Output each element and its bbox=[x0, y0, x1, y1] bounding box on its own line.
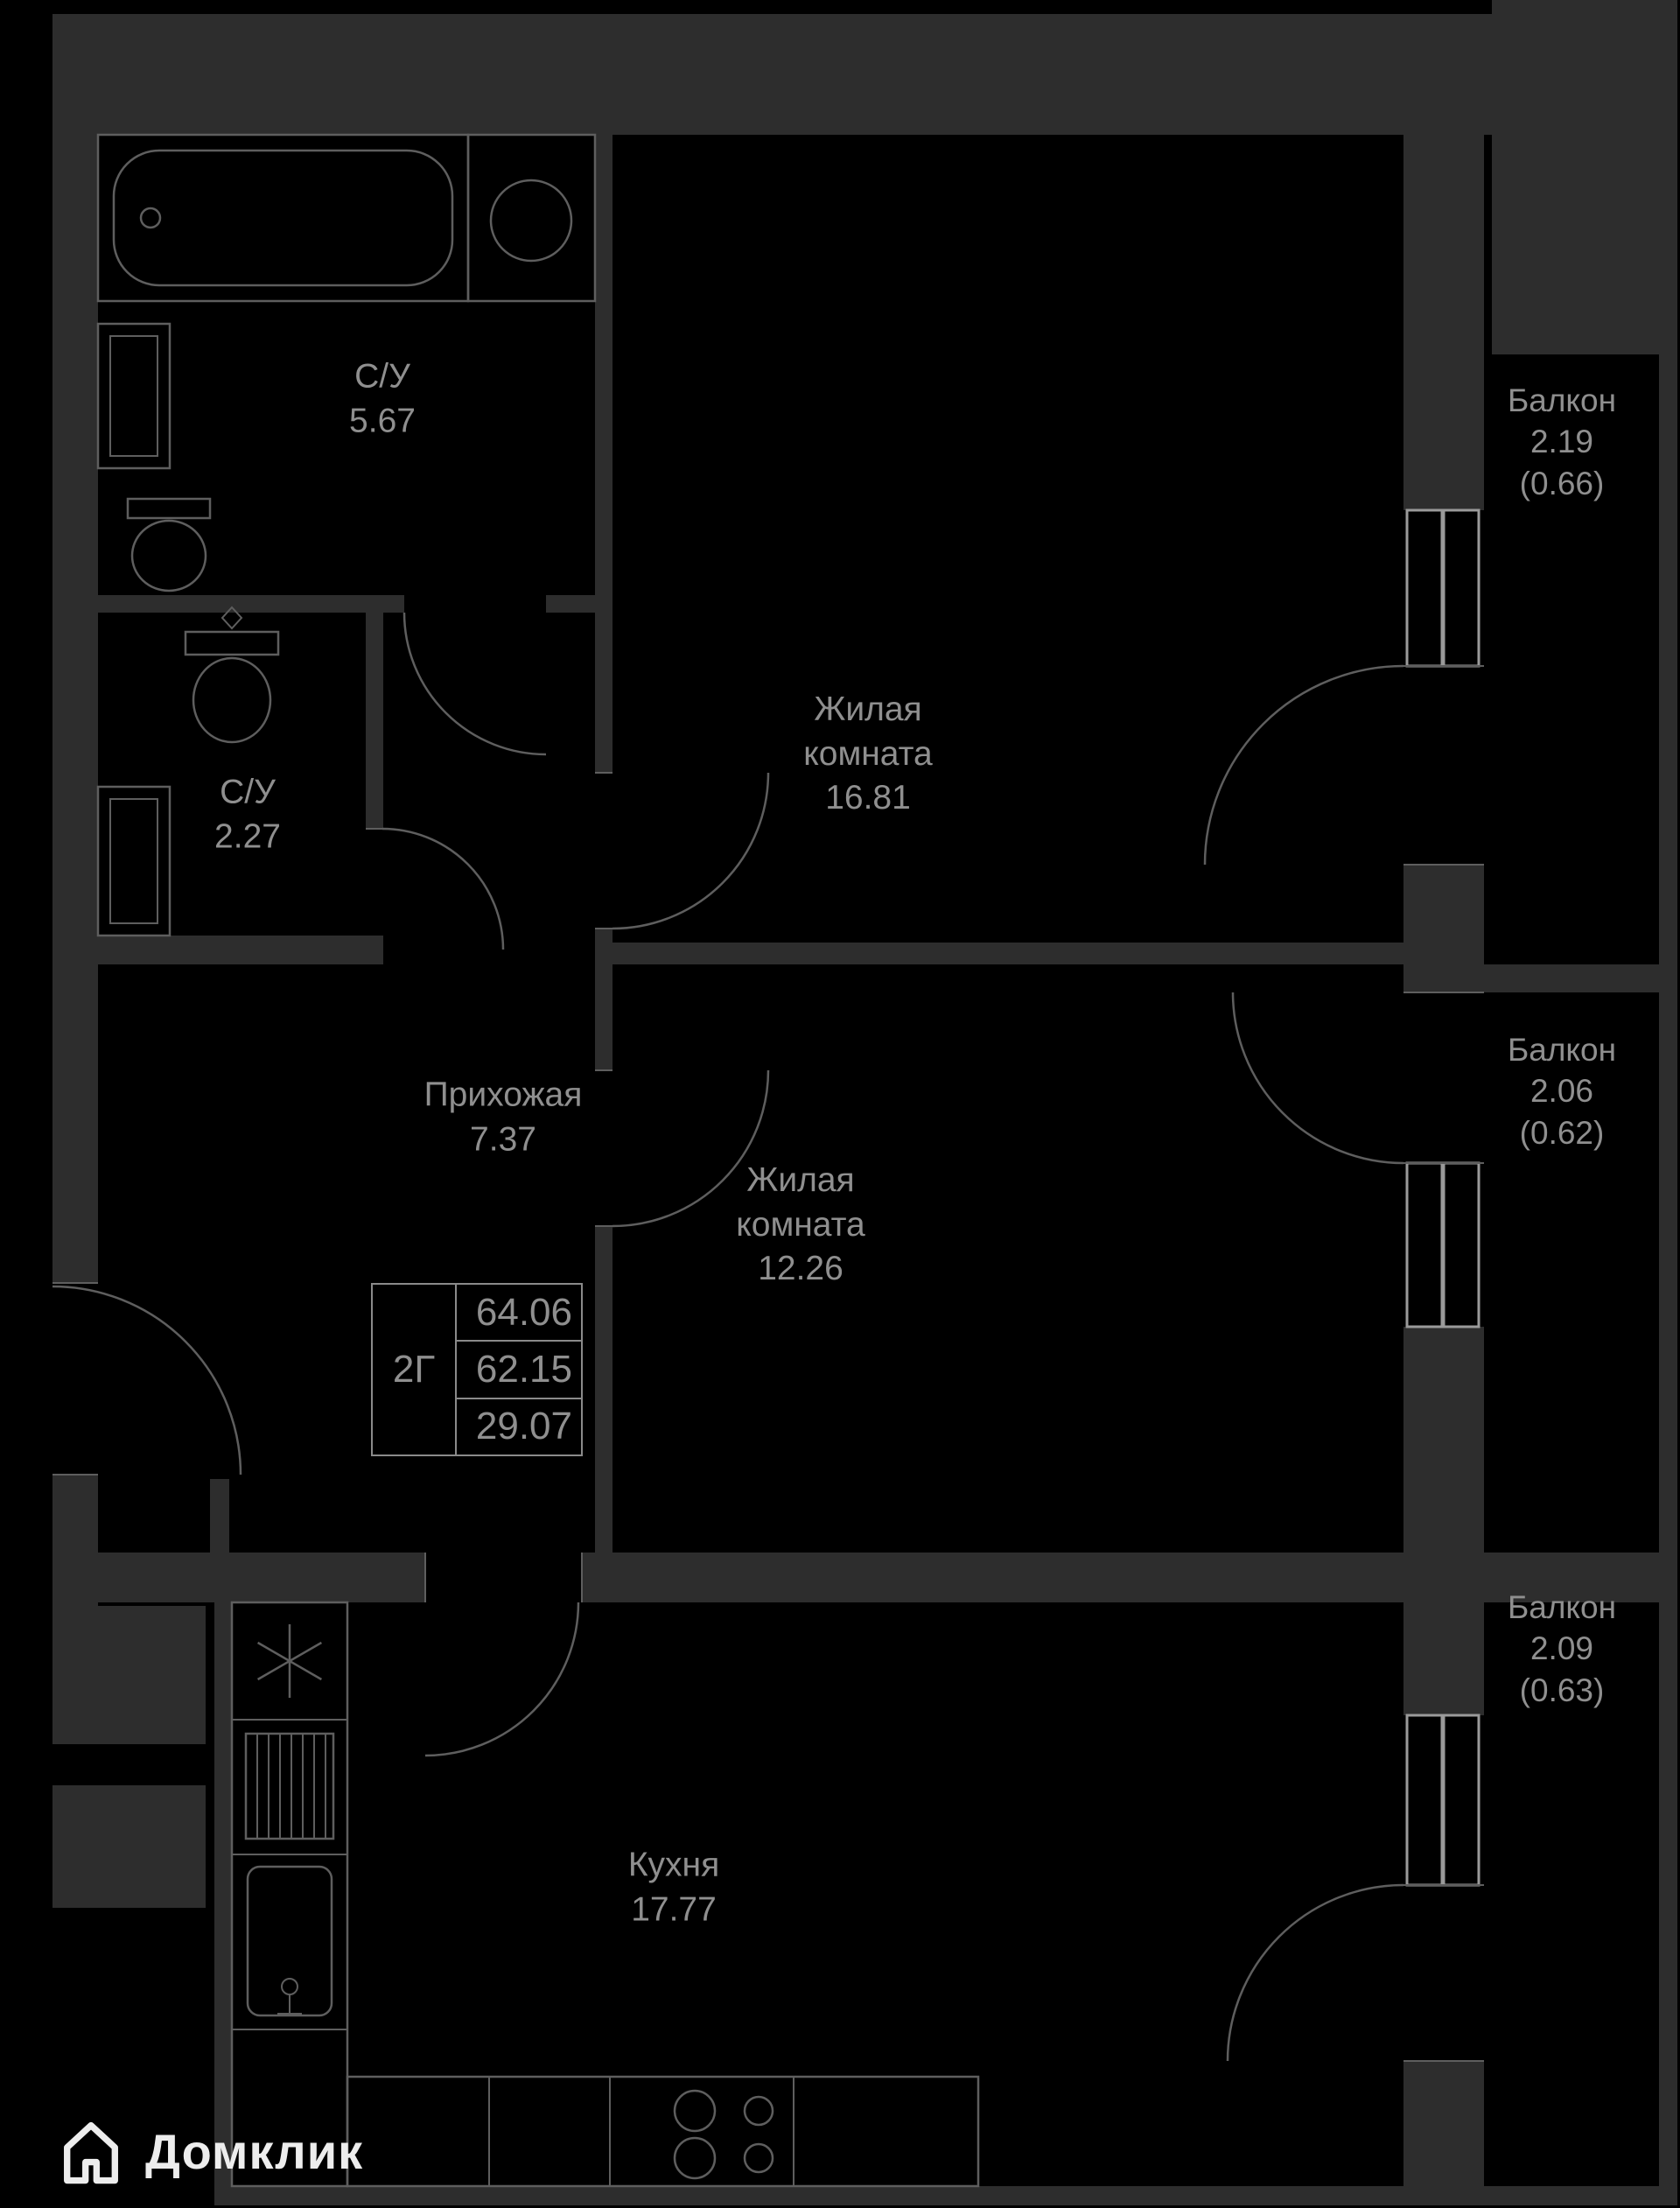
balcony-area: 2.06 bbox=[1530, 1073, 1593, 1110]
layout-type: 2Г bbox=[373, 1285, 457, 1454]
room-label-hallway: Прихожая 7.37 bbox=[424, 1073, 583, 1161]
balcony-area-reduced: (0.66) bbox=[1519, 465, 1605, 501]
area-3: 29.07 bbox=[457, 1397, 581, 1454]
area-values: 64.06 62.15 29.07 bbox=[457, 1285, 581, 1454]
window-icon-1 bbox=[1405, 508, 1480, 668]
room-area: 17.77 bbox=[631, 1890, 717, 1928]
room-name: С/У bbox=[354, 357, 410, 396]
door-arc-living-room-2 bbox=[612, 1069, 770, 1228]
door-arc-living-room-1 bbox=[612, 772, 770, 930]
kitchen-counter bbox=[230, 1601, 349, 2188]
domclick-house-icon bbox=[64, 2121, 118, 2184]
snowflake-icon bbox=[257, 1624, 322, 1698]
door-arc-balcony-3 bbox=[1226, 1883, 1404, 2062]
room-label-bathroom-1: С/У 5.67 bbox=[349, 354, 416, 443]
washbasin-2-icon bbox=[96, 785, 172, 937]
room-name: Кухня bbox=[627, 1846, 720, 1884]
balcony-name: Балкон bbox=[1507, 1588, 1617, 1625]
balcony-label-2: Балкон 2.06 (0.62) bbox=[1508, 1029, 1616, 1153]
window-icon-2 bbox=[1405, 1161, 1480, 1328]
burners-icon bbox=[673, 2089, 774, 2180]
frame-lines bbox=[52, 665, 1484, 2062]
room-area: 2.27 bbox=[214, 817, 281, 855]
room-area: 5.67 bbox=[349, 402, 416, 439]
balcony-area-reduced: (0.63) bbox=[1519, 1672, 1605, 1708]
logo-text: Домклик bbox=[145, 2123, 364, 2179]
toilet-icon bbox=[126, 497, 212, 592]
door-arc-bathroom-1 bbox=[402, 612, 547, 756]
bottom-counter bbox=[346, 2075, 980, 2188]
room-label-kitchen: Кухня 17.77 bbox=[628, 1843, 719, 1931]
door-arc-balcony-1 bbox=[1203, 664, 1404, 866]
balcony-label-1: Балкон 2.19 (0.66) bbox=[1508, 380, 1616, 504]
room-name: С/У bbox=[220, 773, 276, 811]
room-name: Жилая комната bbox=[736, 1160, 865, 1244]
room-label-living-room-1: Жилая комната 16.81 bbox=[767, 688, 969, 821]
room-name: Прихожая bbox=[424, 1076, 583, 1114]
room-area: 12.26 bbox=[758, 1250, 844, 1288]
door-arc-entrance bbox=[52, 1285, 242, 1476]
balcony-label-3: Балкон 2.09 (0.63) bbox=[1508, 1587, 1616, 1711]
vent-diamond-icon bbox=[220, 606, 243, 630]
door-arcs bbox=[52, 612, 1404, 2062]
washbasin-icon bbox=[96, 322, 172, 470]
door-arc-balcony-2 bbox=[1231, 992, 1404, 1165]
door-arc-kitchen bbox=[424, 1602, 580, 1757]
balcony-area: 2.09 bbox=[1530, 1630, 1593, 1667]
area-2: 62.15 bbox=[457, 1340, 581, 1397]
balcony-area: 2.19 bbox=[1530, 424, 1593, 460]
total-area: 64.06 bbox=[475, 1290, 572, 1334]
room-area: 16.81 bbox=[825, 779, 911, 817]
stove-icon bbox=[244, 1732, 335, 1840]
toilet-2-icon bbox=[184, 630, 280, 744]
window-icon-3 bbox=[1405, 1714, 1480, 1887]
apartment-info-box: 2Г 64.06 62.15 29.07 bbox=[371, 1283, 583, 1456]
balcony-name: Балкон bbox=[1507, 382, 1617, 418]
bathtub-icon bbox=[96, 133, 470, 303]
room-label-living-room-2: Жилая комната 12.26 bbox=[700, 1159, 901, 1292]
domclick-logo: Домклик bbox=[54, 2114, 363, 2188]
balcony-name: Балкон bbox=[1507, 1031, 1617, 1068]
room-name: Жилая комната bbox=[803, 690, 933, 773]
kitchen-sink-icon bbox=[246, 1865, 333, 2017]
door-arc-bathroom-2 bbox=[382, 827, 505, 950]
balcony-area-reduced: (0.62) bbox=[1519, 1114, 1605, 1151]
room-label-bathroom-2: С/У 2.27 bbox=[214, 770, 281, 859]
room-area: 7.37 bbox=[470, 1120, 536, 1158]
walls bbox=[52, 0, 1677, 2205]
bathroom-sink-icon bbox=[466, 133, 597, 303]
